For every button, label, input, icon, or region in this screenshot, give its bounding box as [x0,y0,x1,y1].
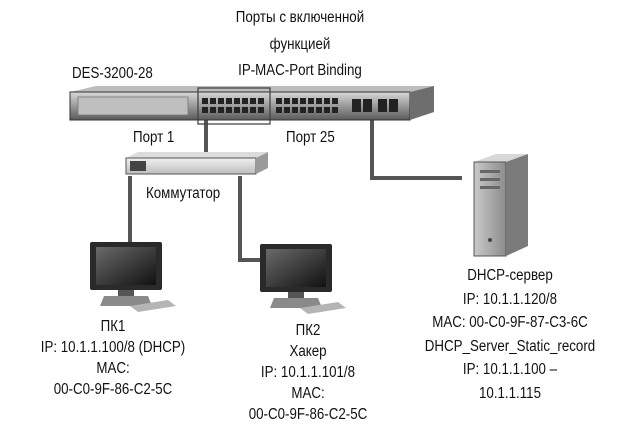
server-info: DHCP-сервер IP: 10.1.1.120/8 MAC: 00-C0-… [409,264,612,405]
pc2-role: Хакер [289,343,327,360]
cable-port25-to-server [370,120,462,180]
server-range-end: 10.1.1.115 [478,384,542,402]
pc1-name: ПК1 [100,318,126,335]
pc2-mac-label: MAC: [291,385,325,402]
pc1-mac-label: MAC: [96,360,130,377]
binding-ports-highlight [197,87,271,125]
switch-model-label: DES-3200-28 [72,65,153,82]
port1-label: Порт 1 [133,129,175,146]
server-static-record: DHCP_Server_Static_record [424,337,596,355]
pc1-mac: 00-C0-9F-86-C2-5C [53,381,173,398]
pc2-info: ПК2 Хакер IP: 10.1.1.101/8 MAC: 00-C0-9F… [227,320,389,425]
header-line-1: Порты с включенной [235,9,365,26]
pc2-icon [260,244,346,314]
access-switch-label: Коммутатор [146,185,221,202]
pc2-name: ПК2 [295,322,321,339]
main-switch-icon [69,86,434,125]
pc2-mac: 00-C0-9F-86-C2-5C [248,406,368,423]
access-switch-icon [125,152,268,175]
cable-switch-to-pc2 [238,176,262,262]
server-ip: IP: 10.1.1.120/8 [462,290,558,308]
server-mac: MAC: 00-C0-9F-87-C3-6C [432,314,588,331]
port25-label: Порт 25 [286,129,335,146]
pc1-icon [90,242,176,312]
header-line-2: функцией [269,36,331,53]
pc1-info: ПК1 IP: 10.1.1.100/8 (DHCP) MAC: 00-C0-9… [23,316,204,400]
header-line-3: IP-MAC-Port Binding [238,62,362,79]
server-range-start: IP: 10.1.1.100 – [462,361,558,378]
server-name: DHCP-сервер [467,267,553,284]
pc1-ip: IP: 10.1.1.100/8 (DHCP) [40,339,186,356]
server-icon [473,154,528,257]
pc2-ip: IP: 10.1.1.101/8 [260,364,356,381]
